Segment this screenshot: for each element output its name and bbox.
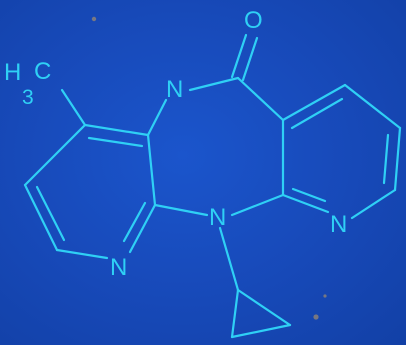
bond-n-cyclopropyl bbox=[218, 226, 240, 292]
bond-cp-3 bbox=[230, 288, 240, 339]
bond-c-o-1 bbox=[230, 33, 248, 79]
bond-right-1 bbox=[281, 83, 347, 122]
left-pyridine-ring bbox=[23, 88, 157, 260]
bond-c-o-2 bbox=[241, 36, 259, 82]
bond-left-2 bbox=[23, 123, 87, 187]
bond-n-carbonyl bbox=[188, 76, 240, 92]
speck bbox=[91, 16, 97, 22]
bond-c-n-amide bbox=[146, 98, 168, 137]
bond-cp-2 bbox=[230, 323, 292, 339]
bond-left-3-inner bbox=[35, 185, 66, 242]
methyl-subscript-label: 3 bbox=[22, 86, 34, 109]
bond-right-5 bbox=[281, 193, 330, 214]
bond-left-4 bbox=[55, 248, 109, 260]
bond-cp-1 bbox=[236, 288, 292, 327]
bond-n-bridge-left bbox=[153, 203, 209, 217]
bond-left-1 bbox=[83, 123, 150, 137]
bond-methyl bbox=[60, 88, 87, 127]
speck bbox=[313, 314, 319, 320]
bond-left-1-inner bbox=[87, 136, 144, 148]
bond-right-4 bbox=[350, 188, 397, 220]
methyl-c-label: C bbox=[34, 58, 51, 85]
bond-left-3 bbox=[23, 183, 59, 252]
cyclopropyl-group bbox=[218, 226, 292, 339]
carbonyl-group bbox=[230, 33, 259, 82]
bond-left-5-inner bbox=[122, 201, 147, 243]
bond-right-3 bbox=[393, 126, 402, 192]
bond-right-2 bbox=[343, 83, 402, 130]
speck bbox=[323, 294, 327, 298]
bridging-nitrogen-label: N bbox=[209, 204, 226, 231]
bond-ring-fusion-left bbox=[146, 133, 157, 207]
methyl-h-label: H bbox=[4, 59, 21, 86]
bond-right-3-inner bbox=[382, 133, 390, 185]
ring-nitrogen-right-label: N bbox=[330, 211, 347, 238]
bond-right-1-inner bbox=[290, 97, 344, 130]
central-ring bbox=[146, 76, 285, 217]
ring-nitrogen-left-label: N bbox=[110, 254, 127, 281]
amide-nitrogen-label: N bbox=[166, 76, 183, 103]
right-pyridine-ring bbox=[281, 83, 402, 220]
oxygen-label: O bbox=[244, 7, 263, 34]
bond-right-5-inner bbox=[291, 187, 327, 203]
bond-carbonyl-ring bbox=[236, 76, 285, 122]
bond-ring-to-n-bridge bbox=[230, 193, 285, 217]
bond-left-5 bbox=[128, 203, 157, 254]
